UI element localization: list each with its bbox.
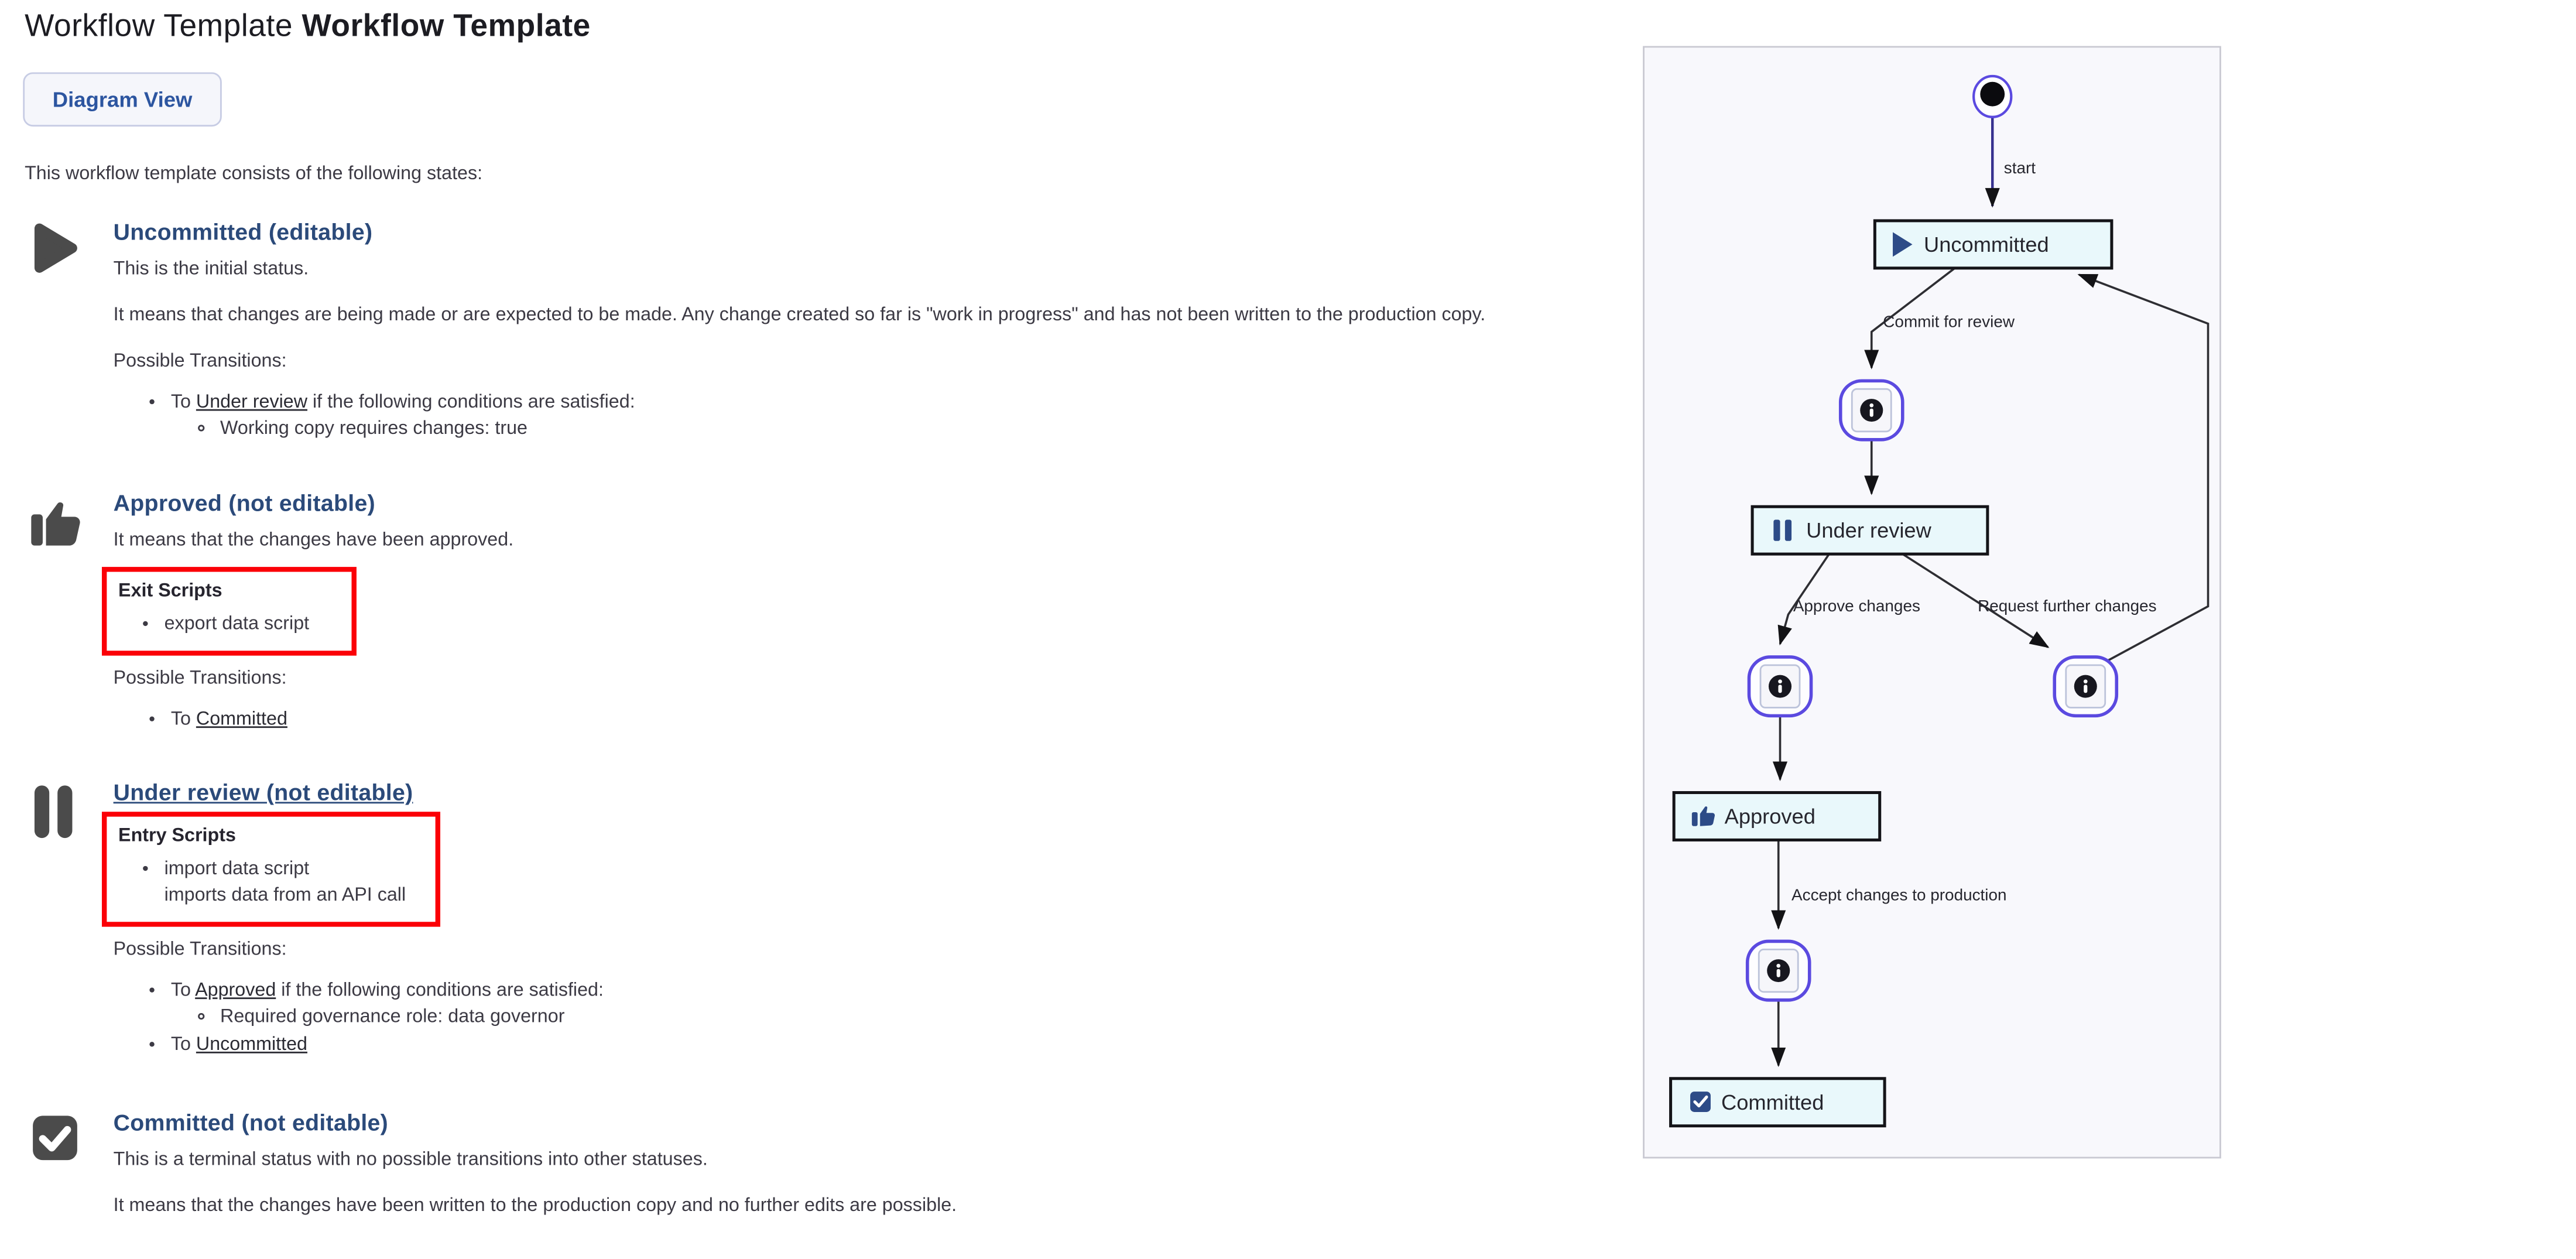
workflow-diagram-panel: Uncommitted Under review Approved — [1643, 46, 2221, 1159]
script-info-node-accept[interactable] — [1745, 939, 1811, 1002]
possible-transitions-label: Possible Transitions: — [113, 669, 287, 689]
state-paragraph: This is a terminal status with no possib… — [113, 1150, 708, 1170]
state-heading-approved: Approved (not editable) — [113, 490, 375, 516]
transition-item: To Approved if the following conditions … — [171, 981, 1626, 1027]
transition-item: To Committed — [171, 710, 1626, 730]
diagram-view-button[interactable]: Diagram View — [23, 72, 222, 127]
edge-return-to-uncommitted — [2077, 273, 2210, 662]
node-label: Under review — [1806, 518, 1931, 542]
possible-transitions-label: Possible Transitions: — [113, 940, 287, 960]
diagram-node-committed[interactable]: Committed — [1669, 1077, 1886, 1128]
edge-label-request-further-changes: Request further changes — [1978, 597, 2156, 615]
edge-request-further-changes — [1902, 553, 2050, 648]
entry-scripts-title: Entry Scripts — [118, 826, 236, 847]
script-info-node-request[interactable] — [2053, 655, 2119, 718]
transition-item: To Under review if the following conditi… — [171, 393, 1626, 439]
play-icon — [34, 223, 77, 273]
state-paragraph: This is the initial status. — [113, 259, 309, 280]
edge-approve-changes — [1777, 553, 1830, 646]
transition-link-under-review[interactable]: Under review — [196, 392, 308, 413]
start-node[interactable] — [1972, 74, 2013, 118]
transition-list: To Under review if the following conditi… — [114, 393, 1626, 439]
transition-condition: Required governance role: data governor — [220, 1007, 1626, 1027]
diagram-node-approved[interactable]: Approved — [1672, 791, 1882, 841]
script-info-node-commit[interactable] — [1838, 379, 1904, 442]
possible-transitions-label: Possible Transitions: — [113, 351, 287, 372]
diagram-node-under-review[interactable]: Under review — [1751, 505, 1989, 556]
transition-link-uncommitted[interactable]: Uncommitted — [196, 1035, 308, 1055]
node-label: Committed — [1721, 1090, 1824, 1114]
state-section-under-review: Under review (not editable) Entry Script… — [25, 779, 1626, 1055]
state-section-approved: Approved (not editable) It means that th… — [25, 490, 1626, 730]
main-content: Workflow Template Workflow Template Diag… — [0, 0, 1626, 1216]
state-section-committed: Committed (not editable) This is a termi… — [25, 1109, 1626, 1216]
edge-commit-for-review — [1864, 267, 1956, 370]
transition-list: To Approved if the following conditions … — [114, 981, 1626, 1055]
thumbs-up-icon — [31, 502, 80, 546]
page-title-type: Workflow Template — [25, 9, 302, 45]
thumbs-up-icon — [1691, 806, 1715, 826]
transition-link-committed[interactable]: Committed — [196, 710, 287, 730]
transition-list: To Committed — [114, 710, 1626, 730]
node-label: Uncommitted — [1924, 232, 2049, 256]
transition-condition: Working copy requires changes: true — [220, 419, 1626, 439]
page-title-name: Workflow Template — [302, 9, 591, 45]
pause-icon — [34, 785, 73, 839]
state-heading-under-review: Under review (not editable) — [113, 779, 413, 805]
exit-scripts-highlight-box: Exit Scripts export data script — [101, 567, 357, 656]
play-icon — [1893, 232, 1913, 257]
script-info-node-approve[interactable] — [1747, 655, 1813, 718]
transition-item: To Uncommitted — [171, 1035, 1626, 1055]
intro-text: This workflow template consists of the f… — [25, 164, 483, 184]
edge-label-commit-for-review: Commit for review — [1883, 312, 2015, 330]
transition-link-approved[interactable]: Approved — [195, 981, 276, 1001]
edge-label-approve-changes: Approve changes — [1793, 597, 1920, 615]
script-item-description: imports data from an API call — [164, 885, 406, 906]
edge-label-start: start — [2004, 159, 2036, 177]
workflow-diagram: Uncommitted Under review Approved — [1669, 74, 2210, 1128]
check-icon — [33, 1116, 77, 1161]
state-paragraph: It means that changes are being made or … — [113, 305, 1486, 326]
state-heading-committed: Committed (not editable) — [113, 1109, 389, 1136]
node-label: Approved — [1725, 805, 1815, 829]
checkbox-icon — [1690, 1092, 1711, 1112]
pause-icon — [1773, 519, 1792, 541]
script-item: import data script — [165, 860, 406, 880]
state-heading-uncommitted: Uncommitted (editable) — [113, 218, 373, 245]
diagram-node-uncommitted[interactable]: Uncommitted — [1873, 219, 2113, 270]
state-paragraph: It means that the changes have been writ… — [113, 1196, 957, 1216]
page-title: Workflow Template Workflow Template — [25, 10, 1626, 46]
edge-label-accept-changes: Accept changes to production — [1791, 886, 2006, 904]
state-section-uncommitted: Uncommitted (editable) This is the initi… — [25, 218, 1626, 439]
script-item: export data script — [165, 614, 310, 634]
state-paragraph: It means that the changes have been appr… — [113, 531, 514, 551]
entry-scripts-highlight-box: Entry Scripts import data script imports… — [101, 812, 441, 927]
exit-scripts-title: Exit Scripts — [118, 581, 222, 602]
